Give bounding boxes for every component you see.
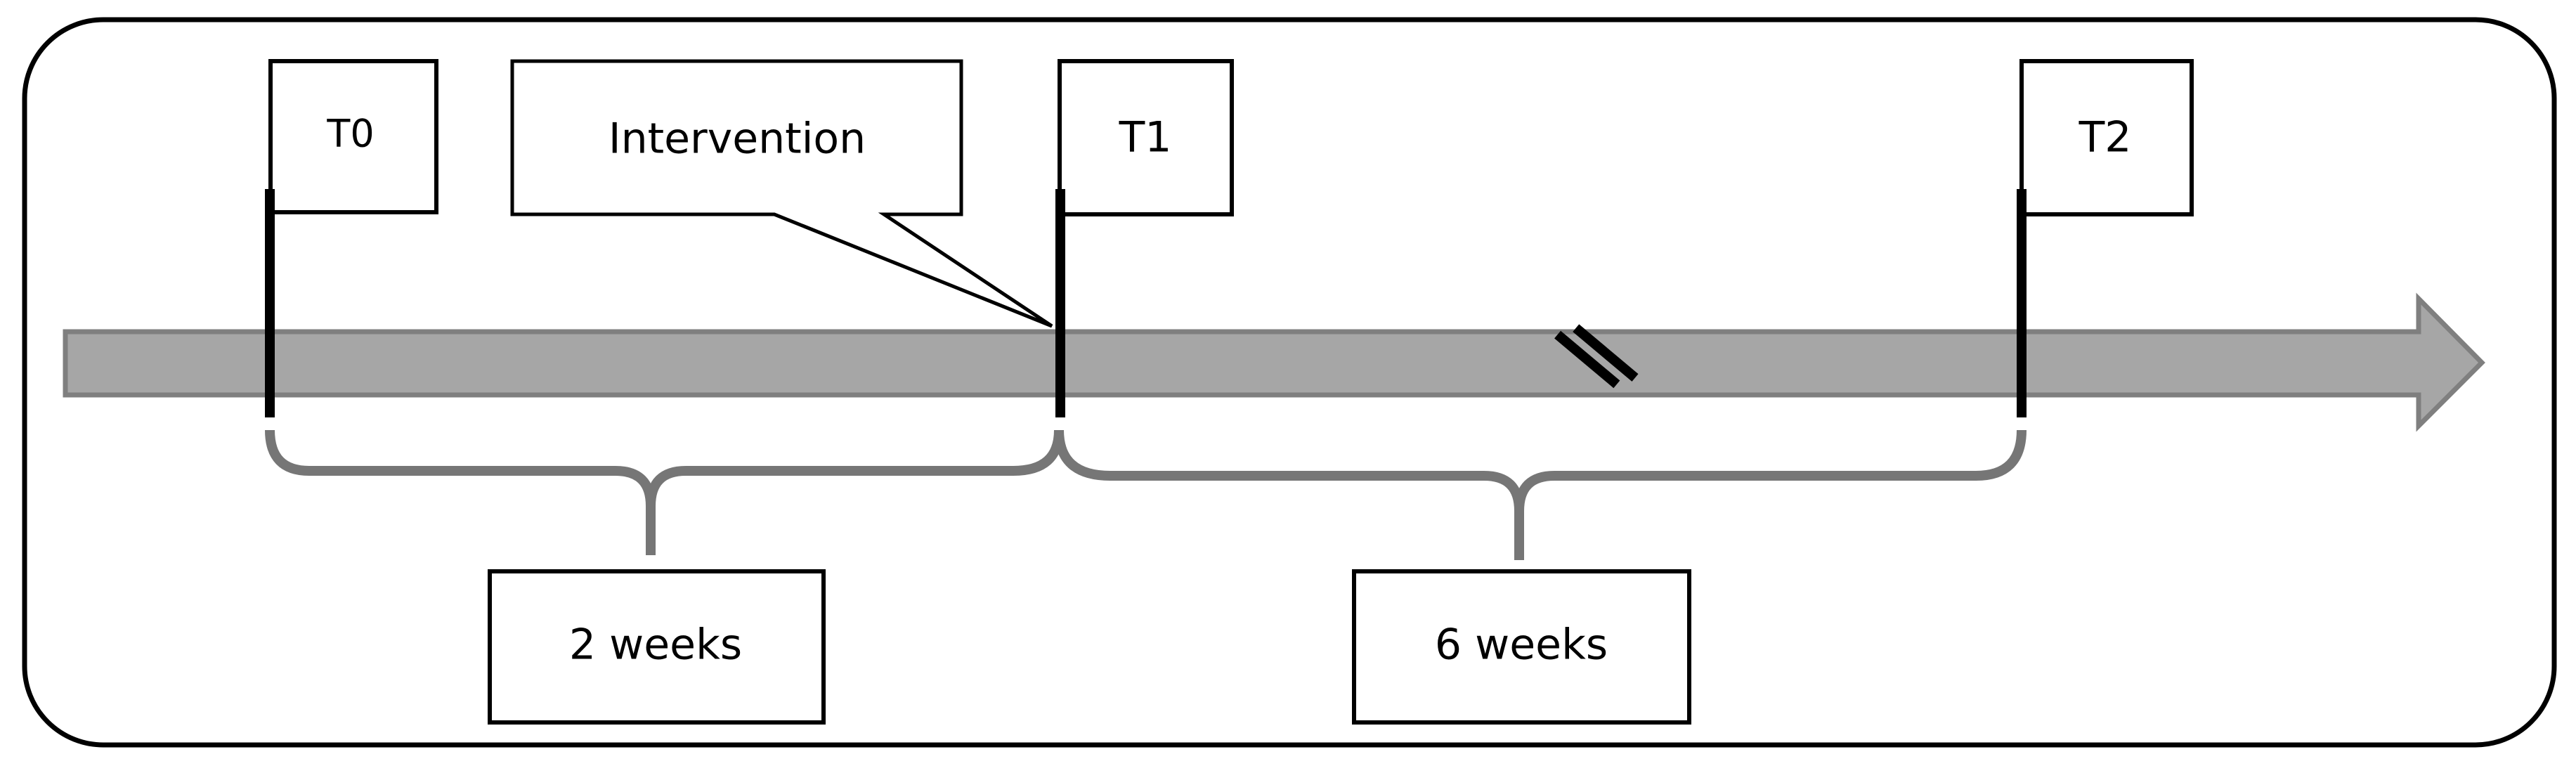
timepoint-t0-pole bbox=[265, 189, 275, 417]
intervention-callout: Intervention bbox=[510, 59, 1053, 328]
timepoint-t2-pole bbox=[2017, 189, 2027, 417]
duration-2-weeks-box: 2 weeks bbox=[488, 569, 826, 725]
timeline-arrow bbox=[63, 292, 2485, 432]
timepoint-t0-flag: T0 bbox=[265, 59, 438, 417]
timepoint-t1-label: T1 bbox=[1119, 113, 1172, 162]
duration-6-weeks-label: 6 weeks bbox=[1435, 621, 1608, 670]
duration-2-weeks-label: 2 weeks bbox=[569, 621, 742, 670]
brace-t1-t2 bbox=[1054, 429, 2027, 560]
timepoint-t1-pole bbox=[1055, 189, 1065, 417]
intervention-label: Intervention bbox=[609, 115, 866, 164]
timepoint-t1-flag: T1 bbox=[1055, 59, 1234, 417]
timeline-break-mark bbox=[1554, 324, 1639, 389]
duration-6-weeks-box: 6 weeks bbox=[1352, 569, 1691, 725]
timepoint-t2-label: T2 bbox=[2079, 113, 2132, 162]
timepoint-t0-label: T0 bbox=[326, 112, 374, 156]
timepoint-t2-flag: T2 bbox=[2017, 59, 2194, 417]
brace-t0-t1 bbox=[265, 429, 1064, 555]
